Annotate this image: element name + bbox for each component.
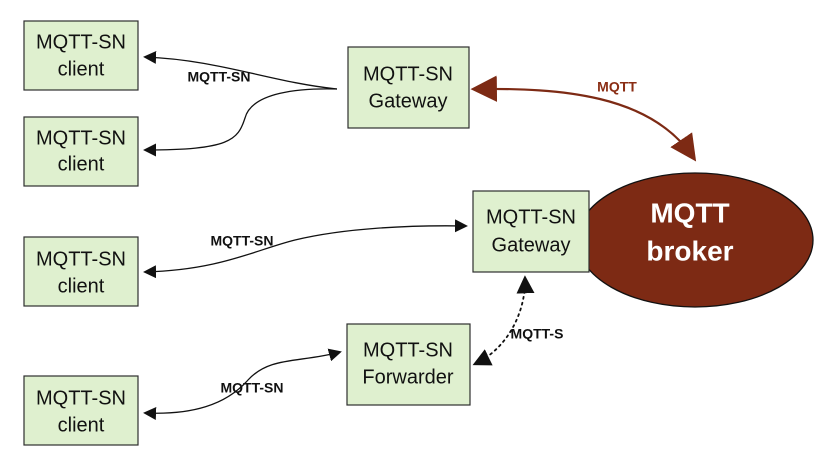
gateway-2-line2: Gateway <box>492 234 571 256</box>
client-3-line2: client <box>58 275 105 297</box>
gateway-1-line2: Gateway <box>369 90 448 112</box>
forwarder-line1: MQTT-SN <box>363 339 453 361</box>
middle-mqtt-sn-link-label: MQTT-SN <box>211 233 274 249</box>
client-4-line2: client <box>58 414 105 436</box>
bottom-mqtt-sn-link-label: MQTT-SN <box>221 380 284 396</box>
forwarder-line2: Forwarder <box>362 366 453 388</box>
mqtt-s-link-label: MQTT-S <box>511 326 564 342</box>
top-client-to-gateway-link <box>143 50 338 90</box>
mqtt-sn-client-node-3: MQTT-SN client <box>23 236 139 307</box>
gateway-to-broker-mqtt-link <box>470 75 697 162</box>
mqtt-sn-forwarder-node: MQTT-SN Forwarder <box>346 323 471 406</box>
client-2-line1: MQTT-SN <box>36 127 126 149</box>
mqtt-sn-client-node-2: MQTT-SN client <box>23 116 139 187</box>
forwarder-to-gateway-mqtt-s-link <box>472 275 535 366</box>
client-1-line2: client <box>58 58 105 80</box>
client-2-line2: client <box>58 153 105 175</box>
mqtt-link-label: MQTT <box>597 79 637 95</box>
client-3-line1: MQTT-SN <box>36 248 126 270</box>
mqtt-sn-client-node-4: MQTT-SN client <box>23 375 139 446</box>
fourth-client-to-forwarder-link <box>143 348 342 420</box>
mqtt-sn-gateway-node-2: MQTT-SN Gateway <box>472 190 590 273</box>
gateway-1-line1: MQTT-SN <box>363 63 453 85</box>
mqtt-sn-gateway-node-1: MQTT-SN Gateway <box>347 46 470 129</box>
second-client-to-gateway-link <box>143 88 338 157</box>
broker-label-line1: MQTT <box>650 197 729 228</box>
mqtt-sn-client-node-1: MQTT-SN client <box>23 20 139 91</box>
top-mqtt-sn-link-label: MQTT-SN <box>188 69 251 85</box>
client-1-line1: MQTT-SN <box>36 31 126 53</box>
gateway-2-line1: MQTT-SN <box>486 206 576 228</box>
client-4-line1: MQTT-SN <box>36 387 126 409</box>
broker-label-line2: broker <box>646 235 733 266</box>
third-client-to-gateway-link <box>143 219 468 279</box>
